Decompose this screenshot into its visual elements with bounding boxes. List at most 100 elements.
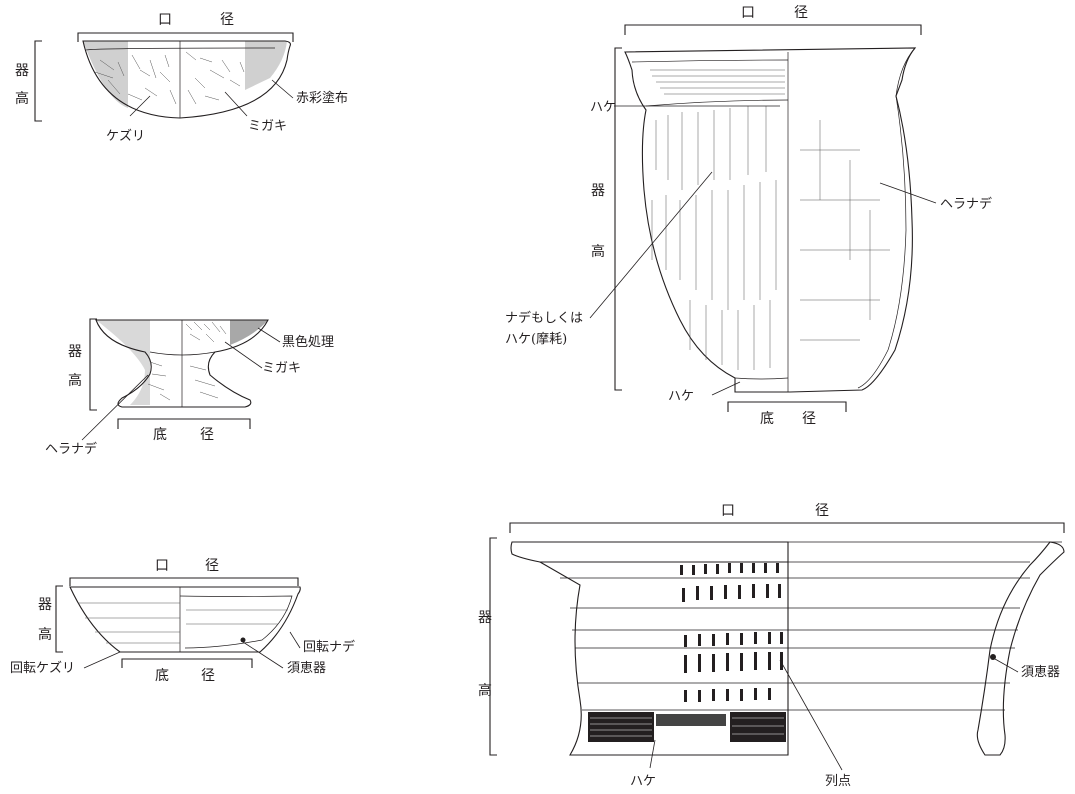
bowl-red-paint-leader [271, 79, 294, 99]
large-jar-hake-label: ハケ [630, 774, 656, 789]
pedestal-black-label: 黒色処理 [282, 334, 334, 350]
dish-base-label-2: 径 [201, 668, 215, 684]
jar-nade-or-hake-leader [589, 171, 713, 319]
bowl-migaki-leader [224, 91, 248, 117]
jar-height-bracket [614, 47, 622, 391]
bowl-height-label-1: 器 [15, 63, 29, 79]
pedestal-texture [147, 321, 227, 401]
large-jar-wall-profile [976, 541, 1065, 756]
large-jar-retten [680, 563, 783, 702]
dish-turning-lines [78, 602, 288, 644]
bowl-mouth-label-2: 径 [220, 12, 234, 28]
dish-mouth-bracket [69, 577, 299, 586]
jar-hake-bottom-label: ハケ [668, 389, 694, 404]
pedestal-height-bracket [89, 318, 97, 411]
dish-sueki-label: 須恵器 [287, 661, 326, 676]
jar-height-label-2: 高 [591, 243, 605, 260]
dish-mouth-label-2: 径 [205, 558, 219, 574]
large-jar-sueki-label: 須恵器 [1021, 665, 1060, 680]
large-jar-bands [560, 577, 1030, 711]
jar-neck-hake [650, 69, 785, 95]
dish-kaiten-kezuri-label: 回転ケズリ [10, 660, 75, 676]
jar-base-bracket [727, 401, 847, 412]
dish-outline [69, 586, 301, 653]
large-jar-height-bracket [489, 537, 497, 756]
dish-inner-profile [179, 595, 293, 649]
jar-hera-nade-leader [879, 182, 937, 204]
large-jar-figure: 口 径 器 高 [478, 503, 1065, 789]
jar-wall-profile [857, 47, 916, 389]
pedestal-base-label-2: 径 [200, 427, 214, 443]
large-jar-mouth-label-1: 口 [721, 503, 735, 519]
large-jar-height-label-1: 器 [478, 610, 492, 626]
pedestal-height-label-2: 高 [68, 372, 82, 389]
bowl-figure: 口 径 器 高 ケズリ ミガキ 赤彩塗布 [15, 12, 348, 144]
pedestal-dark-right [230, 320, 268, 345]
large-jar-mouth-label-2: 径 [815, 503, 829, 519]
pedestal-black-leader [257, 327, 281, 343]
large-jar-body-left [537, 561, 789, 756]
bowl-painted-right [245, 41, 287, 90]
pedestal-base-bracket [117, 418, 251, 429]
bowl-kezuri-leader [129, 95, 151, 117]
bowl-mouth-label-1: 口 [158, 12, 172, 28]
bowl-red-paint-label: 赤彩塗布 [296, 90, 348, 106]
pedestal-migaki-label: ミガキ [262, 361, 301, 376]
dish-figure: 口 径 器 高 底 径 回転ナデ 須恵器 回転ケズリ [10, 558, 355, 684]
jar-height-label-1: 器 [591, 183, 605, 199]
dish-mouth-label-1: 口 [155, 558, 169, 574]
dish-kaiten-nade-leader [289, 631, 301, 649]
large-jar-mouth-bracket [509, 522, 1065, 533]
pedestal-outline [95, 319, 269, 408]
large-jar-retten-label: 列点 [825, 774, 851, 789]
jar-outline [624, 47, 917, 393]
pedestal-gray-left [96, 320, 150, 405]
dish-kaiten-nade-label: 回転ナデ [303, 639, 355, 655]
jar-rim-line [631, 59, 789, 63]
bowl-painted-left [83, 41, 128, 108]
dish-kaiten-kezuri-leader [83, 651, 121, 669]
dish-base-label-1: 底 [155, 668, 169, 684]
dish-height-label-1: 器 [38, 597, 52, 613]
bowl-kezuri-label: ケズリ [106, 128, 145, 144]
bowl-mouth-diameter-bracket [77, 32, 294, 42]
pedestal-base-label-1: 底 [153, 427, 167, 443]
bowl-height-label-2: 高 [15, 90, 29, 107]
large-jar-retten-leader [779, 659, 843, 771]
large-jar-rim-right [788, 541, 1062, 563]
jar-base-label-2: 径 [802, 411, 816, 427]
dish-base-bracket [121, 658, 253, 668]
dish-height-label-2: 高 [38, 626, 52, 643]
jar-neck-line [645, 99, 789, 107]
dish-height-bracket [55, 585, 63, 653]
pedestal-hera-nade-leader [81, 374, 149, 441]
pedestal-bowl-floor [149, 351, 216, 356]
pedestal-figure: 器 高 底 径 黒色処理 ミガキ ヘラナデ [45, 318, 334, 457]
large-jar-sueki-leader [994, 658, 1019, 673]
jar-figure: 口 径 器 高 底 径 ハケ ヘラナデ ナデもしくは ハケ(摩耗) ハ [505, 5, 992, 427]
bowl-migaki-label: ミガキ [248, 119, 287, 134]
dish-sueki-dot [240, 637, 246, 643]
jar-nade-or-hake-label-1: ナデもしくは [505, 310, 583, 326]
jar-mouth-label-1: 口 [741, 5, 755, 21]
dish-sueki-leader [242, 641, 284, 669]
pedestal-migaki-leader [224, 341, 263, 369]
jar-hake-top-label: ハケ [590, 100, 616, 115]
pedestal-hera-nade-label: ヘラナデ [45, 441, 97, 457]
bowl-texture [94, 51, 245, 105]
jar-nade-or-hake-label-2: ハケ(摩耗) [505, 331, 567, 347]
jar-hera-nade-label: ヘラナデ [940, 196, 992, 212]
bowl-inner-rim [85, 47, 276, 51]
jar-hake-bottom-leader [711, 381, 741, 396]
jar-mouth-bracket [624, 24, 922, 35]
large-jar-hake-leader [649, 739, 656, 769]
large-jar-hake-band [588, 712, 786, 742]
large-jar-height-label-2: 高 [478, 682, 492, 699]
jar-mouth-label-2: 径 [794, 5, 808, 21]
large-jar-rim [510, 541, 789, 563]
jar-body-cracks [651, 106, 890, 370]
jar-base-label-1: 底 [760, 411, 774, 427]
pedestal-height-label-1: 器 [68, 344, 82, 360]
jar-foot-line [734, 377, 789, 380]
